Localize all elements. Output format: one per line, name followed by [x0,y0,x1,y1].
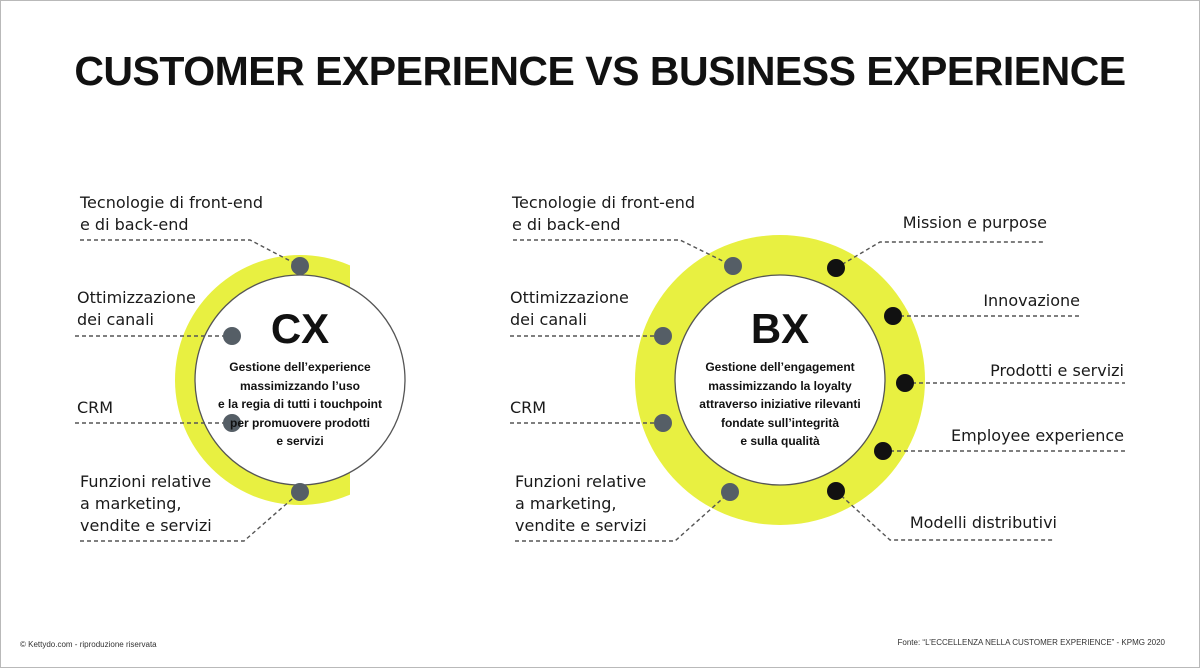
bx-dot-grey [654,414,672,432]
bx-leader-right-1 [835,241,1045,269]
cx-label-channels: Ottimizzazione dei canali [77,288,196,329]
cx-center-title: CX [270,305,330,352]
bx-dot-black [827,259,845,277]
bx-label-distribution: Modelli distributivi [909,513,1057,532]
bx-center-title: BX [750,305,810,352]
bx-ring [635,235,925,525]
cx-ring [175,255,406,505]
bx-leader-left-1 [513,239,734,267]
cx-leader-4 [80,491,301,542]
bx-dot-black [874,442,892,460]
bx-center-text: Gestione dell’engagement massimizzando l… [699,360,861,448]
page-title: CUSTOMER EXPERIENCE VS BUSINESS EXPERIEN… [74,48,1126,94]
cx-leader-1 [80,239,301,267]
cx-dot [291,257,309,275]
bx-label-functions: Funzioni relative a marketing, vendite e… [515,472,647,535]
cx-dot [291,483,309,501]
cx-center-text: Gestione dell’experience massimizzando l… [218,360,382,448]
cx-dot [223,414,241,432]
bx-dot-grey [721,483,739,501]
bx-label-products: Prodotti e servizi [990,361,1124,380]
cx-label-crm: CRM [77,398,114,417]
bx-dot-black [896,374,914,392]
bx-dot-grey [724,257,742,275]
bx-dot-black [827,482,845,500]
cx-label-functions: Funzioni relative a marketing, vendite e… [80,472,212,535]
bx-leader-right-5 [835,490,1055,541]
cx-dot [223,327,241,345]
footer-copyright: © Kettydo.com - riproduzione riservata [20,640,157,649]
bx-label-channels: Ottimizzazione dei canali [510,288,629,329]
footer-source: Fonte: “L’ECCELLENZA NELLA CUSTOMER EXPE… [897,638,1166,647]
bx-label-crm: CRM [510,398,547,417]
bx-label-employee: Employee experience [950,426,1124,445]
bx-label-technologies: Tecnologie di front-end e di back-end [512,193,696,234]
bx-label-innovation: Innovazione [983,291,1080,310]
bx-label-mission: Mission e purpose [902,213,1047,232]
bx-dot-grey [654,327,672,345]
bx-dot-black [884,307,902,325]
cx-label-technologies: Tecnologie di front-end e di back-end [80,193,264,234]
